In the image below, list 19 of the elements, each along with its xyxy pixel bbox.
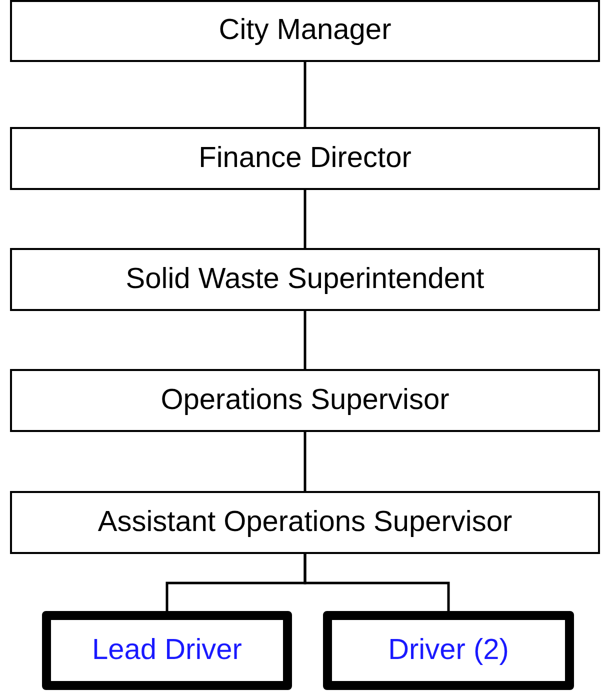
position-title: Driver (2): [388, 632, 509, 668]
connector-line: [304, 432, 306, 491]
position-title: Finance Director: [198, 140, 412, 176]
position-box: [323, 611, 574, 690]
position-box: [10, 248, 600, 311]
position-box: [10, 369, 600, 432]
position-box: [42, 611, 292, 690]
position-title: City Manager: [218, 13, 392, 48]
position-box: [10, 491, 600, 554]
position-box: [10, 0, 600, 62]
position-title: Solid Waste Superintendent: [126, 262, 484, 297]
connector-line: [304, 62, 306, 127]
position-title: Operations Supervisor: [160, 382, 450, 418]
connector-line: [304, 311, 306, 369]
position-title: Assistant Operations Supervisor: [98, 504, 512, 540]
connector-line: [304, 190, 306, 248]
position-title: Lead Driver: [92, 632, 242, 668]
position-box: [10, 127, 600, 190]
connector-line: [304, 554, 450, 611]
